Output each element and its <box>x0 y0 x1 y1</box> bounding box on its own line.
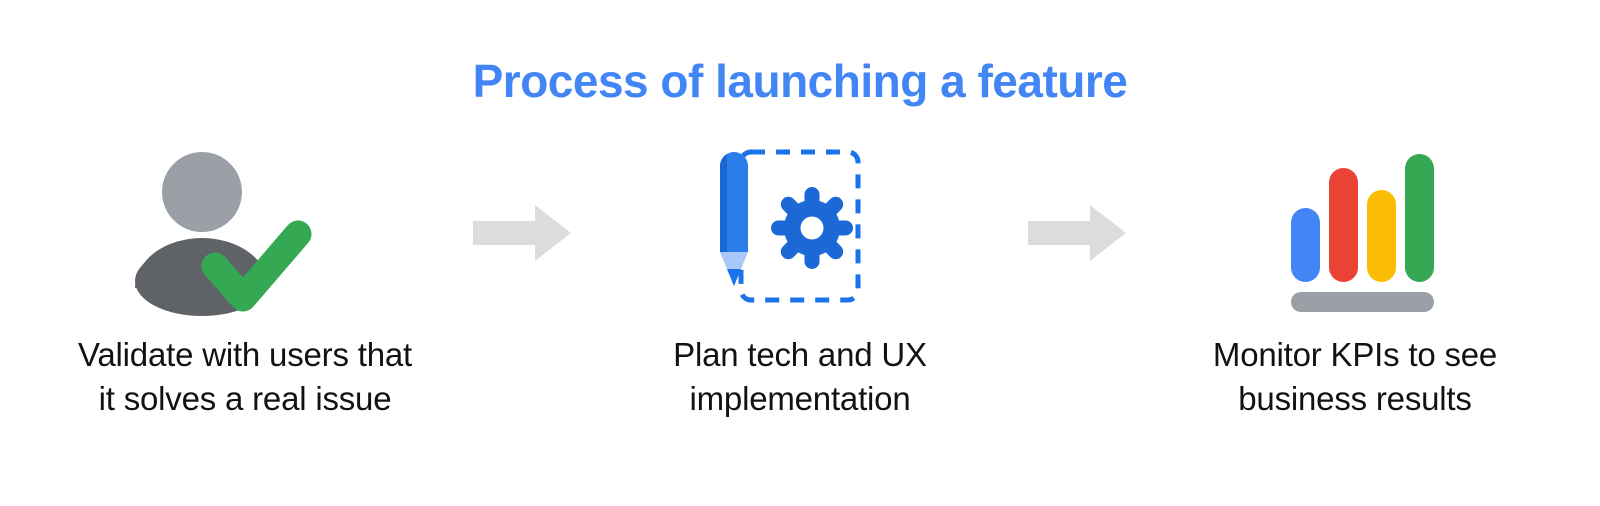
process-steps: Validate with users that it solves a rea… <box>0 140 1600 470</box>
step-2-caption: Plan tech and UX implementation <box>673 336 927 417</box>
process-step-2: Plan tech and UX implementation <box>585 140 1015 421</box>
gear-icon <box>771 187 853 269</box>
user-head-icon <box>162 152 242 232</box>
process-step-3: Monitor KPIs to see business results <box>1140 140 1570 421</box>
connector-arrow-2 <box>1015 140 1140 325</box>
arrow-right-icon <box>472 204 571 261</box>
bar-chart-icon-svg <box>1291 154 1434 312</box>
bar-blue <box>1291 208 1320 282</box>
arrow-right-shape <box>1027 204 1126 261</box>
arrow-right-icon <box>1027 204 1126 261</box>
pencil-body-shade-icon <box>720 154 727 252</box>
step-1-caption: Validate with users that it solves a rea… <box>78 336 412 417</box>
bar-red <box>1329 168 1358 282</box>
chart-baseline <box>1291 292 1434 312</box>
bar-green <box>1405 154 1434 282</box>
user-validated-icon-svg <box>135 152 312 316</box>
green-checkmark-icon <box>201 220 312 312</box>
gear-hole-icon <box>800 216 824 240</box>
bar-chart-icon <box>1275 140 1435 325</box>
step-3-caption: Monitor KPIs to see business results <box>1212 336 1498 417</box>
pencil-point-icon <box>727 269 741 286</box>
connector-arrow-1 <box>460 140 585 325</box>
bar-yellow <box>1367 190 1396 282</box>
arrow-right-shape <box>472 204 571 261</box>
design-plan-icon-svg <box>720 149 861 303</box>
page-title: Process of launching a feature <box>472 55 1128 107</box>
process-step-1: Validate with users that it solves a rea… <box>30 140 460 421</box>
user-validated-icon <box>130 140 360 325</box>
design-plan-icon <box>715 140 885 325</box>
